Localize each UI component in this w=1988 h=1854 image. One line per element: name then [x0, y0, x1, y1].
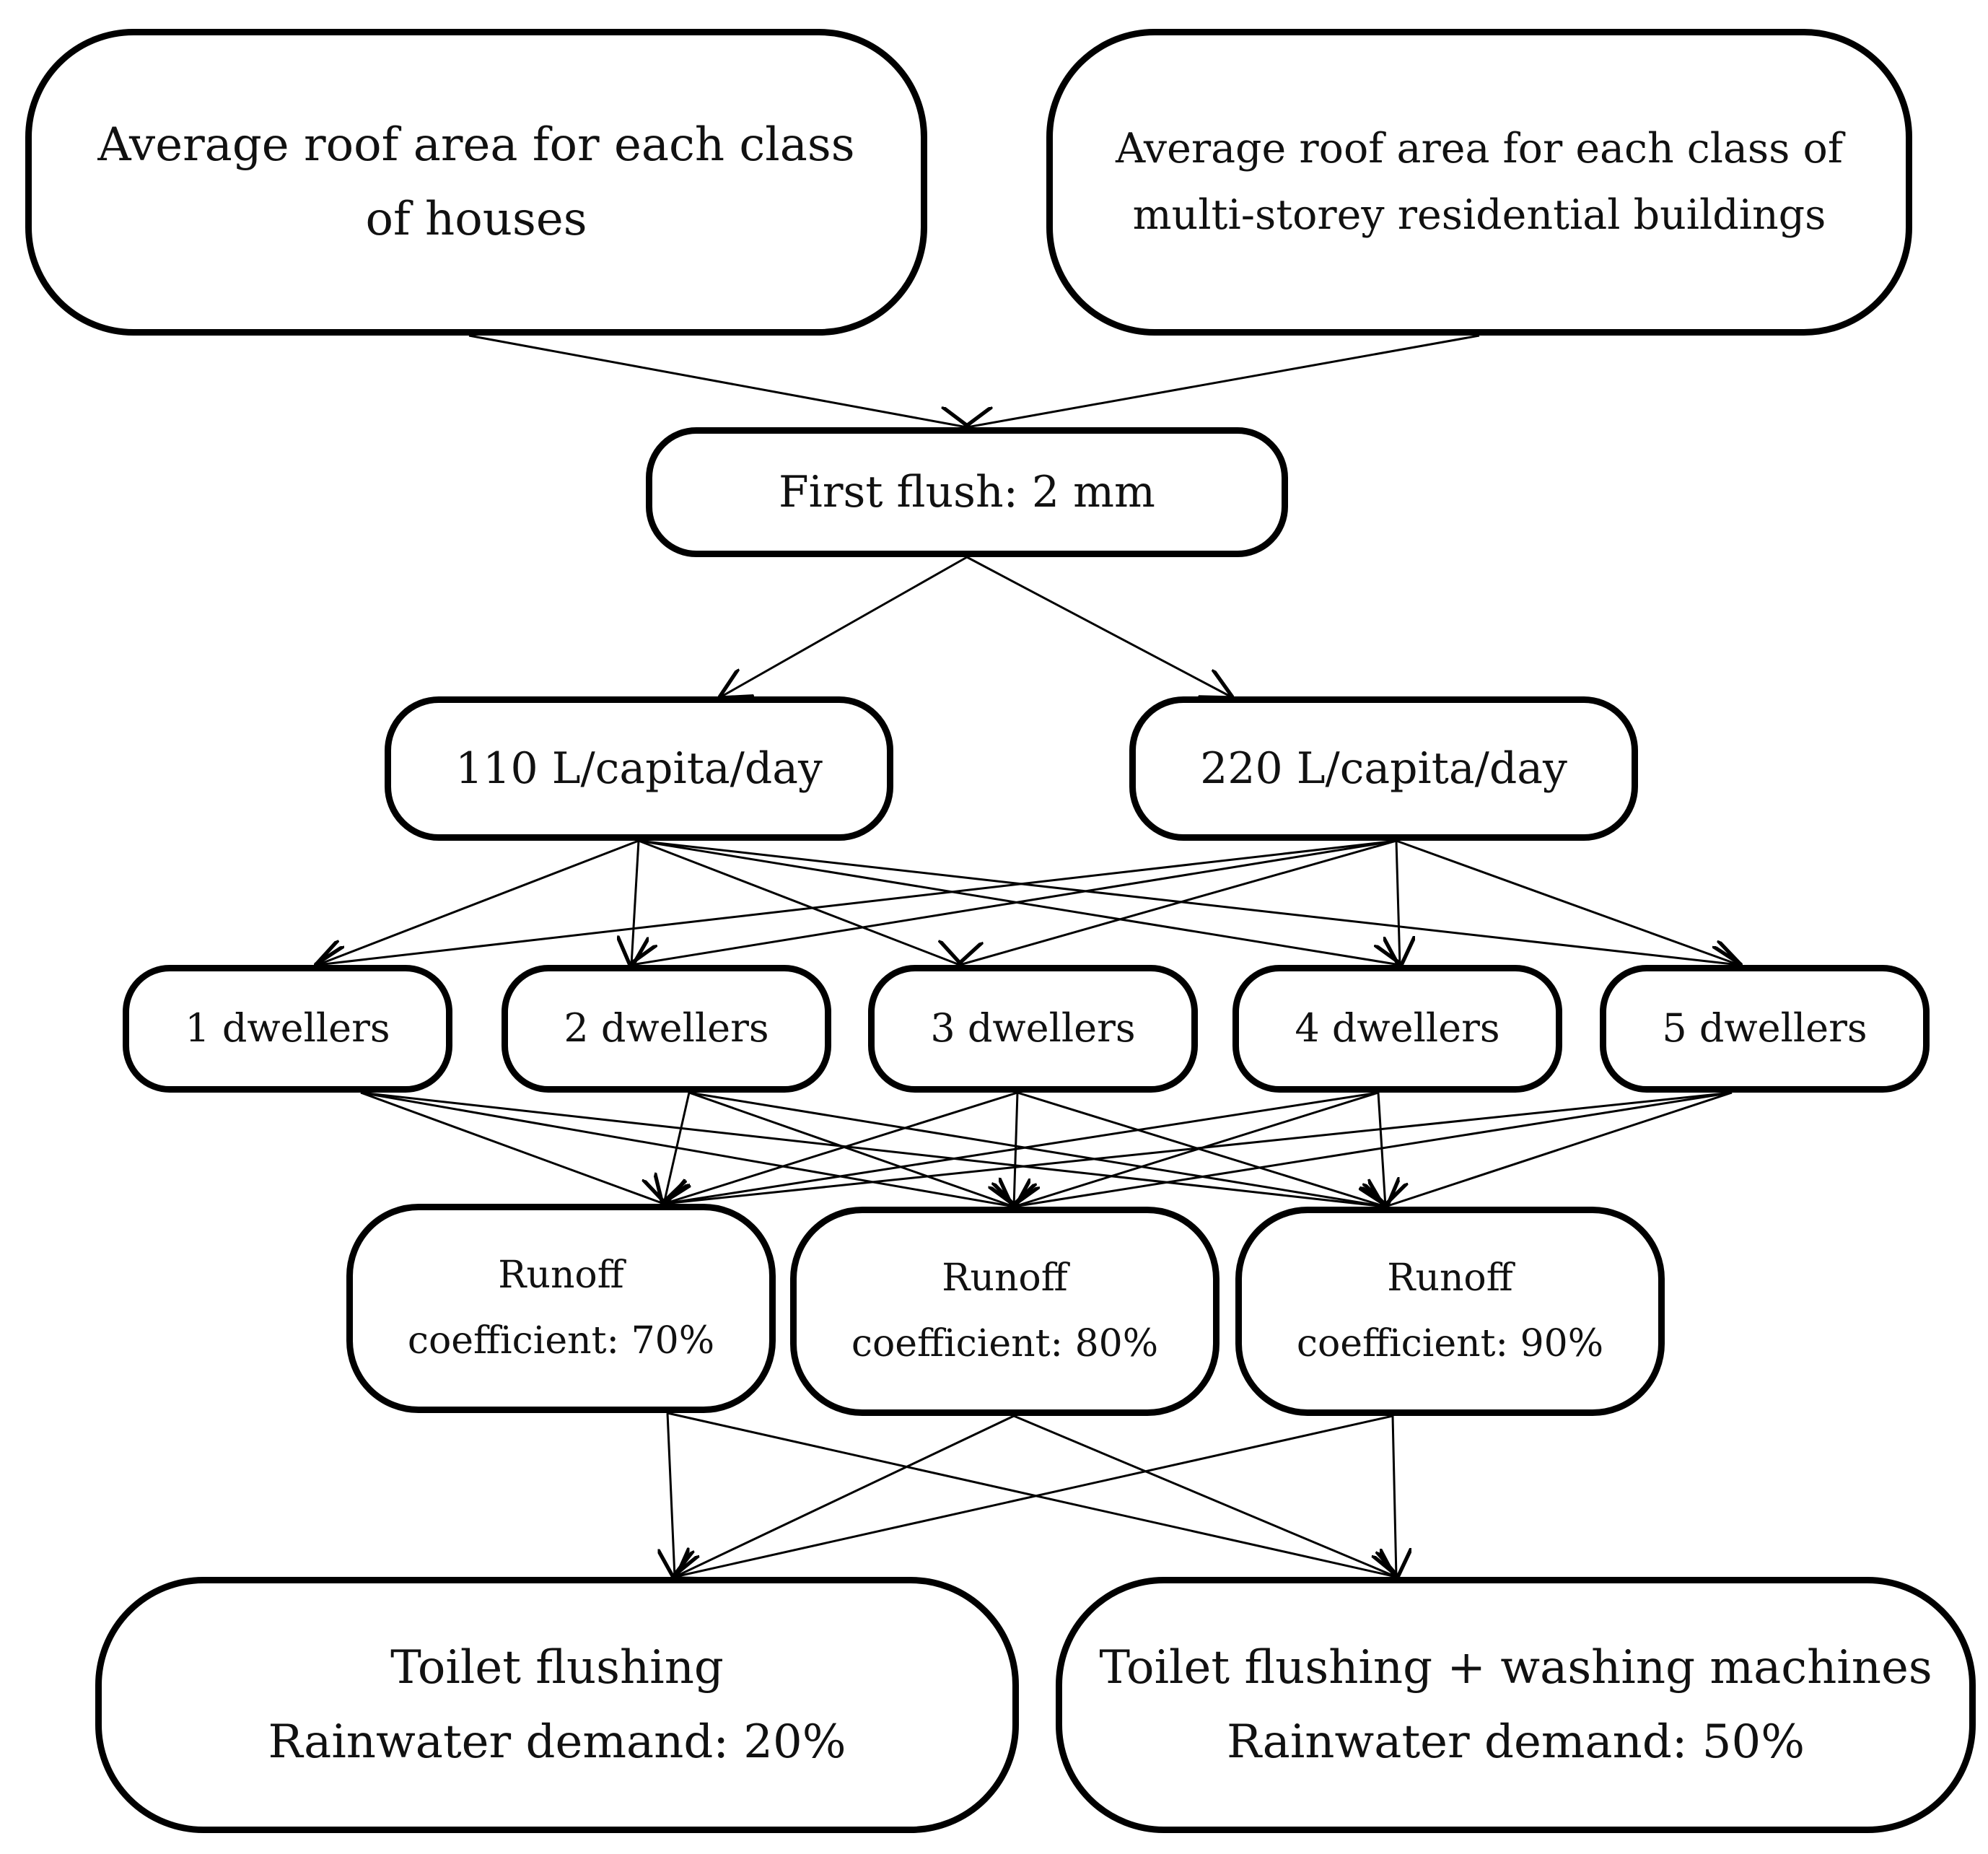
node-runoff-70-line-2: coefficient: 70% [407, 1319, 715, 1363]
edge-runoff-90-to-toilet [675, 1414, 1393, 1577]
node-runoff-80-line-2: coefficient: 80% [851, 1322, 1159, 1365]
edge-consumption_110-to-dwellers-2 [631, 840, 639, 965]
node-multistorey-line-1: Average roof area for each class of [1116, 125, 1843, 173]
node-toilet-washing-line-2: Rainwater demand: 50% [1227, 1715, 1805, 1769]
node-runoff-90-line-2: coefficient: 90% [1296, 1322, 1604, 1365]
node-runoff-90-line-1: Runoff [1387, 1256, 1513, 1300]
edge-dwellers-4-to-runoff-80 [1014, 1091, 1379, 1207]
edge-consumption_220-to-dwellers-4 [1396, 840, 1400, 965]
edge-dwellers-3-to-runoff-70 [664, 1091, 1018, 1204]
edge-dwellers-1-to-runoff-90 [360, 1091, 1385, 1207]
node-toilet-line-1: Toilet flushing [390, 1641, 724, 1695]
node-first-flush: First flush: 2 mm [646, 427, 1288, 557]
node-runoff-70: Runoff coefficient: 70% [346, 1204, 776, 1413]
node-dwellers-3: 3 dwellers [868, 965, 1198, 1093]
edge-consumption_220-to-dwellers-5 [1396, 839, 1739, 965]
edge-first_flush-to-consumption_220 [966, 556, 1230, 696]
edge-runoff-70-to-toilet [667, 1412, 675, 1577]
edge-dwellers-5-to-runoff-90 [1385, 1091, 1733, 1207]
node-dwellers-4-label: 4 dwellers [1295, 1005, 1500, 1051]
edge-consumption_110-to-dwellers-3 [638, 839, 960, 965]
node-dwellers-4: 4 dwellers [1232, 965, 1562, 1093]
edge-multistorey-to-first_flush [967, 334, 1480, 427]
edge-runoff-80-to-toilet [675, 1414, 1015, 1577]
node-toilet-washing: Toilet flushing + washing machines Rainw… [1056, 1577, 1976, 1833]
node-multistorey-roof-area: Average roof area for each class of mult… [1046, 29, 1912, 336]
node-dwellers-1-label: 1 dwellers [185, 1005, 390, 1051]
node-toilet-line-2: Rainwater demand: 20% [268, 1715, 846, 1769]
node-toilet-flushing: Toilet flushing Rainwater demand: 20% [95, 1577, 1019, 1833]
node-consumption-220: 220 L/capita/day [1129, 696, 1638, 841]
edge-runoff-70-to-toilet_wash [667, 1412, 1396, 1577]
node-toilet-washing-line-1: Toilet flushing + washing machines [1099, 1641, 1932, 1695]
node-first-flush-label: First flush: 2 mm [779, 467, 1155, 517]
node-houses-line-2: of houses [365, 192, 587, 246]
node-houses-roof-area: Average roof area for each class of hous… [25, 29, 927, 336]
edge-dwellers-3-to-runoff-90 [1017, 1091, 1385, 1207]
node-houses-line-1: Average roof area for each class [97, 118, 855, 172]
edge-dwellers-5-to-runoff-80 [1014, 1091, 1733, 1207]
node-dwellers-5: 5 dwellers [1600, 965, 1930, 1093]
edge-dwellers-2-to-runoff-80 [688, 1091, 1014, 1207]
node-dwellers-1: 1 dwellers [123, 965, 452, 1093]
node-dwellers-5-label: 5 dwellers [1662, 1005, 1867, 1051]
edge-consumption_220-to-dwellers-1 [318, 839, 1397, 965]
edge-runoff-90-to-toilet_wash [1393, 1415, 1396, 1577]
edge-consumption_220-to-dwellers-3 [960, 839, 1397, 965]
edge-dwellers-4-to-runoff-70 [664, 1091, 1379, 1204]
edge-houses-to-first_flush [468, 334, 967, 427]
node-dwellers-2: 2 dwellers [502, 965, 831, 1093]
node-consumption-110: 110 L/capita/day [385, 696, 893, 841]
edge-consumption_110-to-dwellers-1 [318, 839, 639, 965]
node-runoff-90: Runoff coefficient: 90% [1235, 1207, 1665, 1416]
node-runoff-80: Runoff coefficient: 80% [790, 1207, 1219, 1416]
node-consumption-110-label: 110 L/capita/day [455, 743, 823, 794]
node-multistorey-line-2: multi-storey residential buildings [1132, 191, 1826, 239]
edge-dwellers-2-to-runoff-90 [688, 1091, 1385, 1207]
node-dwellers-2-label: 2 dwellers [564, 1005, 769, 1051]
edge-consumption_110-to-dwellers-5 [638, 839, 1739, 965]
edge-first_flush-to-consumption_110 [722, 556, 968, 696]
node-runoff-80-line-1: Runoff [942, 1256, 1068, 1300]
edge-dwellers-1-to-runoff-70 [360, 1091, 664, 1204]
node-dwellers-3-label: 3 dwellers [930, 1005, 1136, 1051]
node-runoff-70-line-1: Runoff [498, 1254, 624, 1297]
edge-runoff-80-to-toilet_wash [1013, 1414, 1396, 1577]
edge-dwellers-5-to-runoff-70 [664, 1091, 1733, 1204]
edge-dwellers-1-to-runoff-80 [360, 1091, 1014, 1207]
node-consumption-220-label: 220 L/capita/day [1200, 743, 1567, 794]
edge-consumption_220-to-dwellers-2 [631, 839, 1397, 965]
